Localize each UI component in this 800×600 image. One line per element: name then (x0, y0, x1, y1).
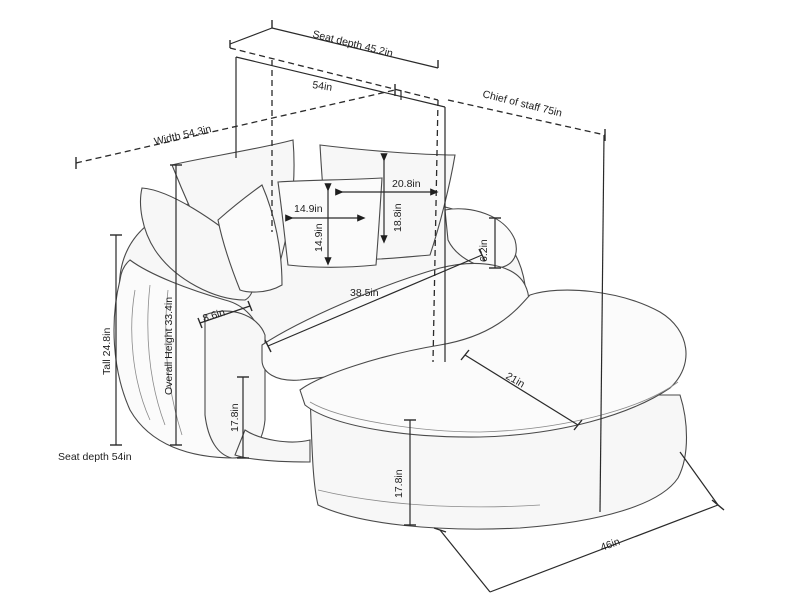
label-arm-height: 6.2in (478, 239, 490, 262)
dimension-lines (75, 20, 725, 593)
label-seat-width: 38.5in (350, 287, 379, 299)
sofa-right-arm (444, 208, 517, 269)
label-seat-depth-bottom: Seat depth 54in (58, 451, 132, 463)
label-ottoman-height: 17.8in (393, 469, 405, 498)
label-chief-of-staff: Chief of staff 75in (481, 88, 563, 119)
label-overall-height: Overall Height 33.4in (163, 297, 175, 395)
label-tall: Tall 24.8in (101, 328, 113, 375)
label-ottoman-width: 46in (599, 536, 622, 554)
label-seat-depth-top: Seat depth 45.2in (311, 28, 394, 60)
label-pillow-small-w: 14.9in (294, 203, 323, 215)
label-width-overall: Width 54.3in (153, 123, 213, 148)
dimension-guides (75, 27, 606, 513)
label-pillow-width: 20.8in (392, 178, 421, 190)
pillow-small-left (217, 184, 283, 293)
sofa-base (234, 429, 311, 463)
label-seat-height: 17.8in (229, 403, 241, 432)
ottoman-top (299, 289, 687, 438)
pillow-small-center (277, 177, 383, 268)
sofa-drawing (113, 139, 688, 530)
pillow-side (139, 187, 256, 301)
label-pillow-small-h: 14.9in (313, 223, 325, 252)
label-54in: 54in (312, 79, 333, 94)
label-pillow-height: 18.8in (392, 203, 404, 232)
